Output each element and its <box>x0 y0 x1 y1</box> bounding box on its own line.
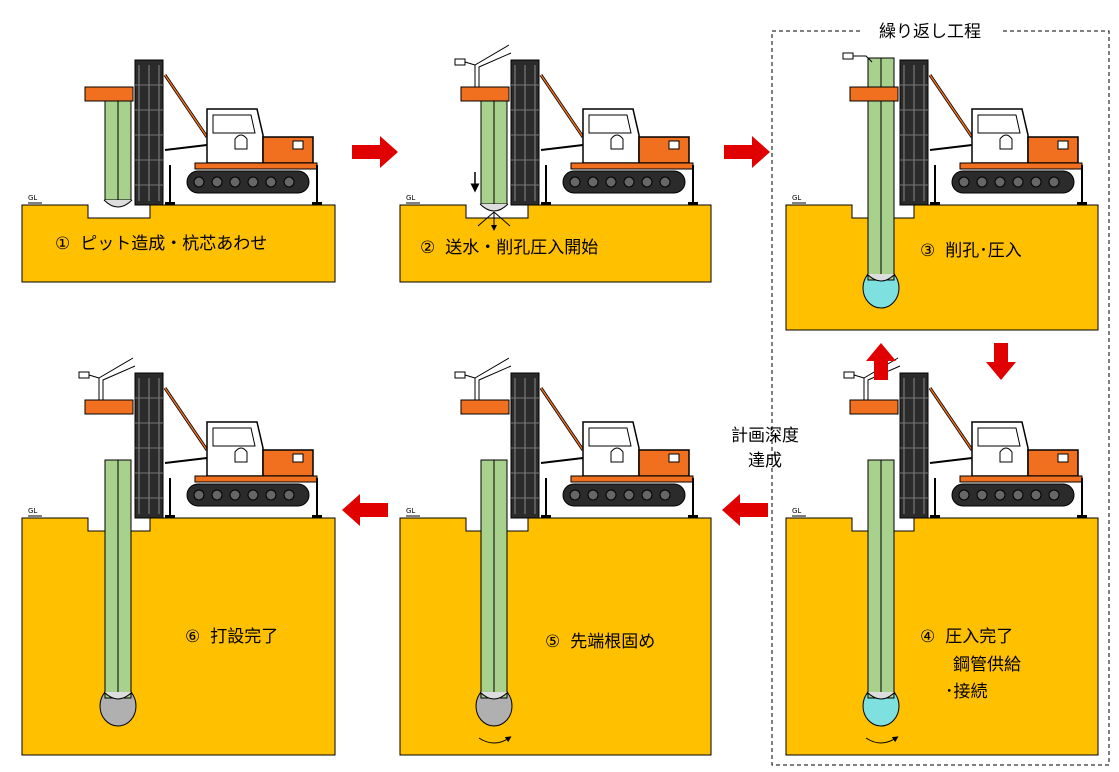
left-arrow-icon <box>342 494 388 526</box>
depth-achieved-label-line2: 達成 <box>748 451 782 471</box>
step-4-label-line3: ･接続 <box>945 682 988 702</box>
right-arrow-icon <box>724 136 770 168</box>
gl-mark: GL <box>28 194 37 202</box>
left-arrow-icon <box>722 494 768 526</box>
ground-block <box>21 517 336 756</box>
right-arrow-icon <box>352 136 398 168</box>
step-4-label-line2: 鋼管供給 <box>953 655 1021 675</box>
repeat-process-label: 繰り返し工程 <box>879 22 981 42</box>
up-arrow-icon <box>866 343 896 380</box>
ground-block <box>785 517 1099 756</box>
down-arrow-icon <box>986 343 1016 380</box>
gl-mark: GL <box>406 194 415 202</box>
ground-block <box>785 204 1099 331</box>
gl-mark: GL <box>28 507 37 515</box>
gl-mark: GL <box>792 194 801 202</box>
depth-achieved-label: 計画深度 <box>731 426 799 446</box>
gl-mark: GL <box>406 507 415 515</box>
gl-mark: GL <box>792 507 801 515</box>
